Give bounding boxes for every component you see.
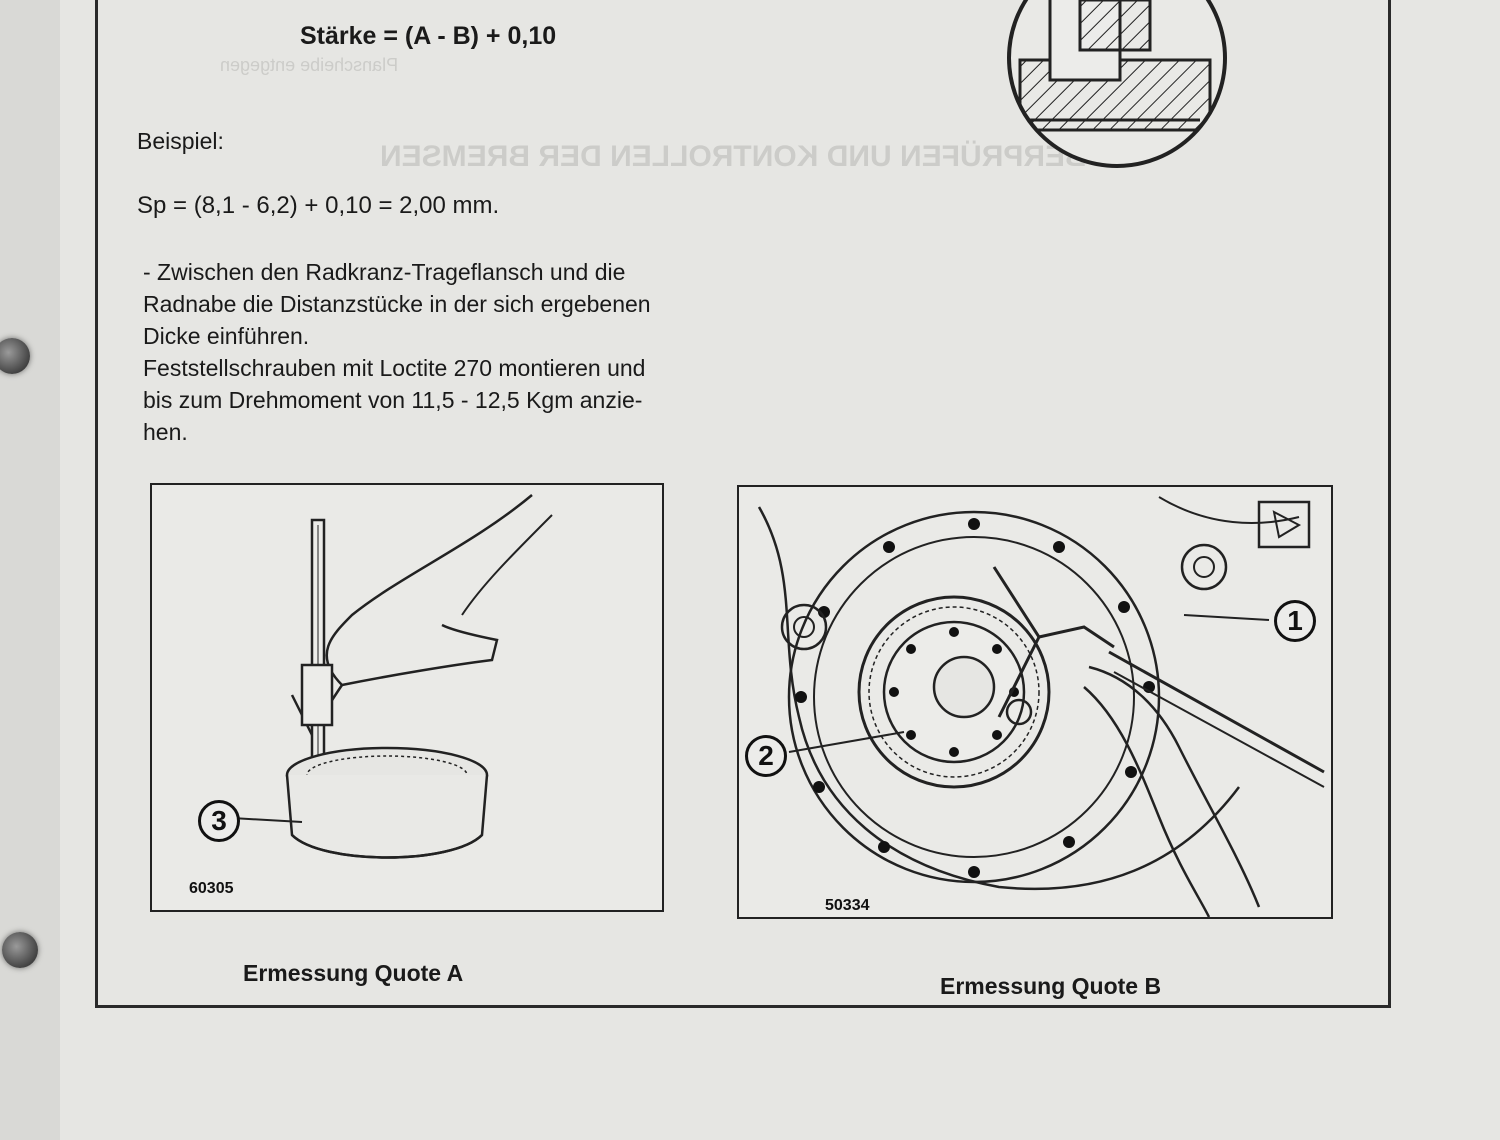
instruction-line: hen. [143, 419, 188, 445]
instruction-line: Radnabe die Distanzstücke in der sich er… [143, 291, 651, 317]
instruction-line: Feststellschrauben mit Loctite 270 monti… [143, 355, 646, 381]
callout-3: 3 [198, 800, 240, 842]
binder-ring [0, 338, 30, 374]
page-frame [95, 0, 1391, 1008]
figure-number: 60305 [189, 880, 234, 897]
callout-1: 1 [1274, 600, 1316, 642]
binder-ring [2, 932, 38, 968]
instruction-line: Dicke einführen. [143, 323, 310, 349]
instruction-paragraph: - Zwischen den Radkranz-Trageflansch und… [143, 256, 651, 448]
hub-measurement-illustration [757, 496, 1325, 917]
callout-2: 2 [745, 735, 787, 777]
example-calculation: Sp = (8,1 - 6,2) + 0,10 = 2,00 mm. [137, 192, 500, 219]
figure-caption: Ermessung Quote A [243, 960, 464, 986]
figure-quote-a: 3 60305 [150, 483, 664, 912]
figure-number: 50334 [825, 897, 870, 914]
formula: Stärke = (A - B) + 0,10 [300, 22, 557, 50]
instruction-line: - Zwischen den Radkranz-Trageflansch und… [143, 259, 626, 285]
depth-gauge-illustration [231, 494, 553, 859]
figure-quote-b: 1 2 50334 [737, 485, 1333, 919]
example-label: Beispiel: [137, 128, 224, 154]
instruction-line: bis zum Drehmoment von 11,5 - 12,5 Kgm a… [143, 387, 643, 413]
figure-caption: Ermessung Quote B [940, 973, 1162, 999]
